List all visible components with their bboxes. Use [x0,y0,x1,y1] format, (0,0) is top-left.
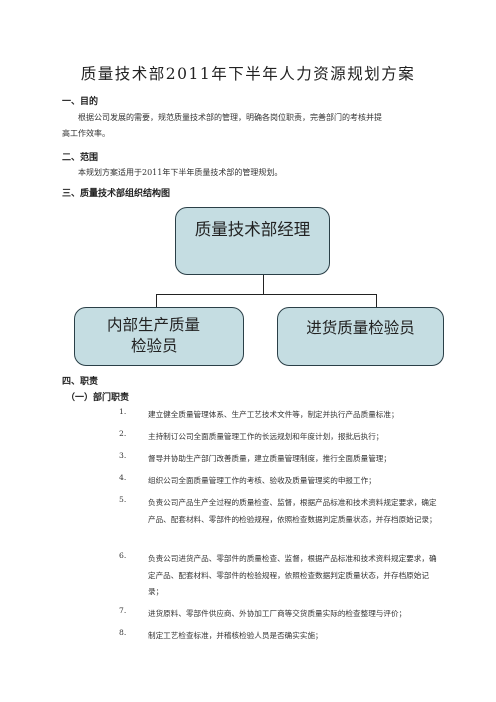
list-item-number: 8. [119,628,127,637]
org-node-internal-label-line1: 内部生产质量 [107,316,201,334]
org-connector-left [156,294,158,308]
list-item-text: 主持制订公司全面质量管理工作的长远规划和年度计划，报批后执行； [148,432,384,441]
list-item-number: 3. [119,451,127,460]
list-item-number: 4. [119,473,127,482]
org-connector-right [376,294,378,308]
org-node-incoming-label: 进货质量检验员 [306,319,415,337]
section-2-text: 本规划方案适用于2011年下半年质量技术部的管理规划。 [78,168,283,177]
org-node-manager-label: 质量技术部经理 [194,220,311,239]
org-connector-vertical [263,275,265,295]
list-item-text: 进货原料、零部件供应商、外协加工厂商等交货质量实际的检查整理与评价； [148,609,407,618]
list-item-number: 1. [119,407,127,416]
list-item-text: 负责公司进货产品、零部件的质量检查、监督，根据产品标准和技术资料规定要求，确定产… [148,554,437,596]
list-item-text: 负责公司产品生产全过程的质量检查、监督，根据产品标准和技术资料规定要求，确定产品… [148,498,437,524]
list-item-number: 5. [119,495,127,504]
document-title: 质量技术部2011年下半年人力资源规划方案 [80,65,416,83]
section-1-heading: 一、目的 [62,97,99,107]
org-node-internal-inspector: 内部生产质量 检验员 [74,307,244,366]
list-item-number: 7. [119,606,127,615]
section-2-heading: 二、范围 [62,153,99,163]
section-4-subheading: （一）部门职责 [66,393,130,403]
section-1-text-line-1: 根据公司发展的需要，规范质量技术部的管理，明确各岗位职责，完善部门的考核并提 [78,113,382,122]
list-item-number: 2. [119,429,127,438]
org-node-manager: 质量技术部经理 [175,207,330,275]
section-3-heading: 三、质量技术部组织结构图 [62,189,171,199]
org-node-incoming-inspector: 进货质量检验员 [277,307,444,366]
list-item-text: 组织公司全面质量管理工作的考核、验收及质量管理奖的申报工作； [148,476,376,485]
list-item-text: 督导并协助生产部门改善质量，建立质量管理制度，推行全面质量管理； [148,454,391,463]
org-node-internal-label-line2: 检验员 [131,337,178,355]
org-connector-horizontal [156,294,377,296]
list-item-number: 6. [119,551,127,560]
section-1-text-line-2: 高工作效率。 [62,129,110,138]
list-item-text: 制定工艺检查标准，并稽核检验人员是否确实实施； [148,631,323,640]
list-item-text: 建立健全质量管理体系、生产工艺技术文件等，制定并执行产品质量标准； [148,410,399,419]
section-4-heading: 四、职责 [62,377,99,387]
